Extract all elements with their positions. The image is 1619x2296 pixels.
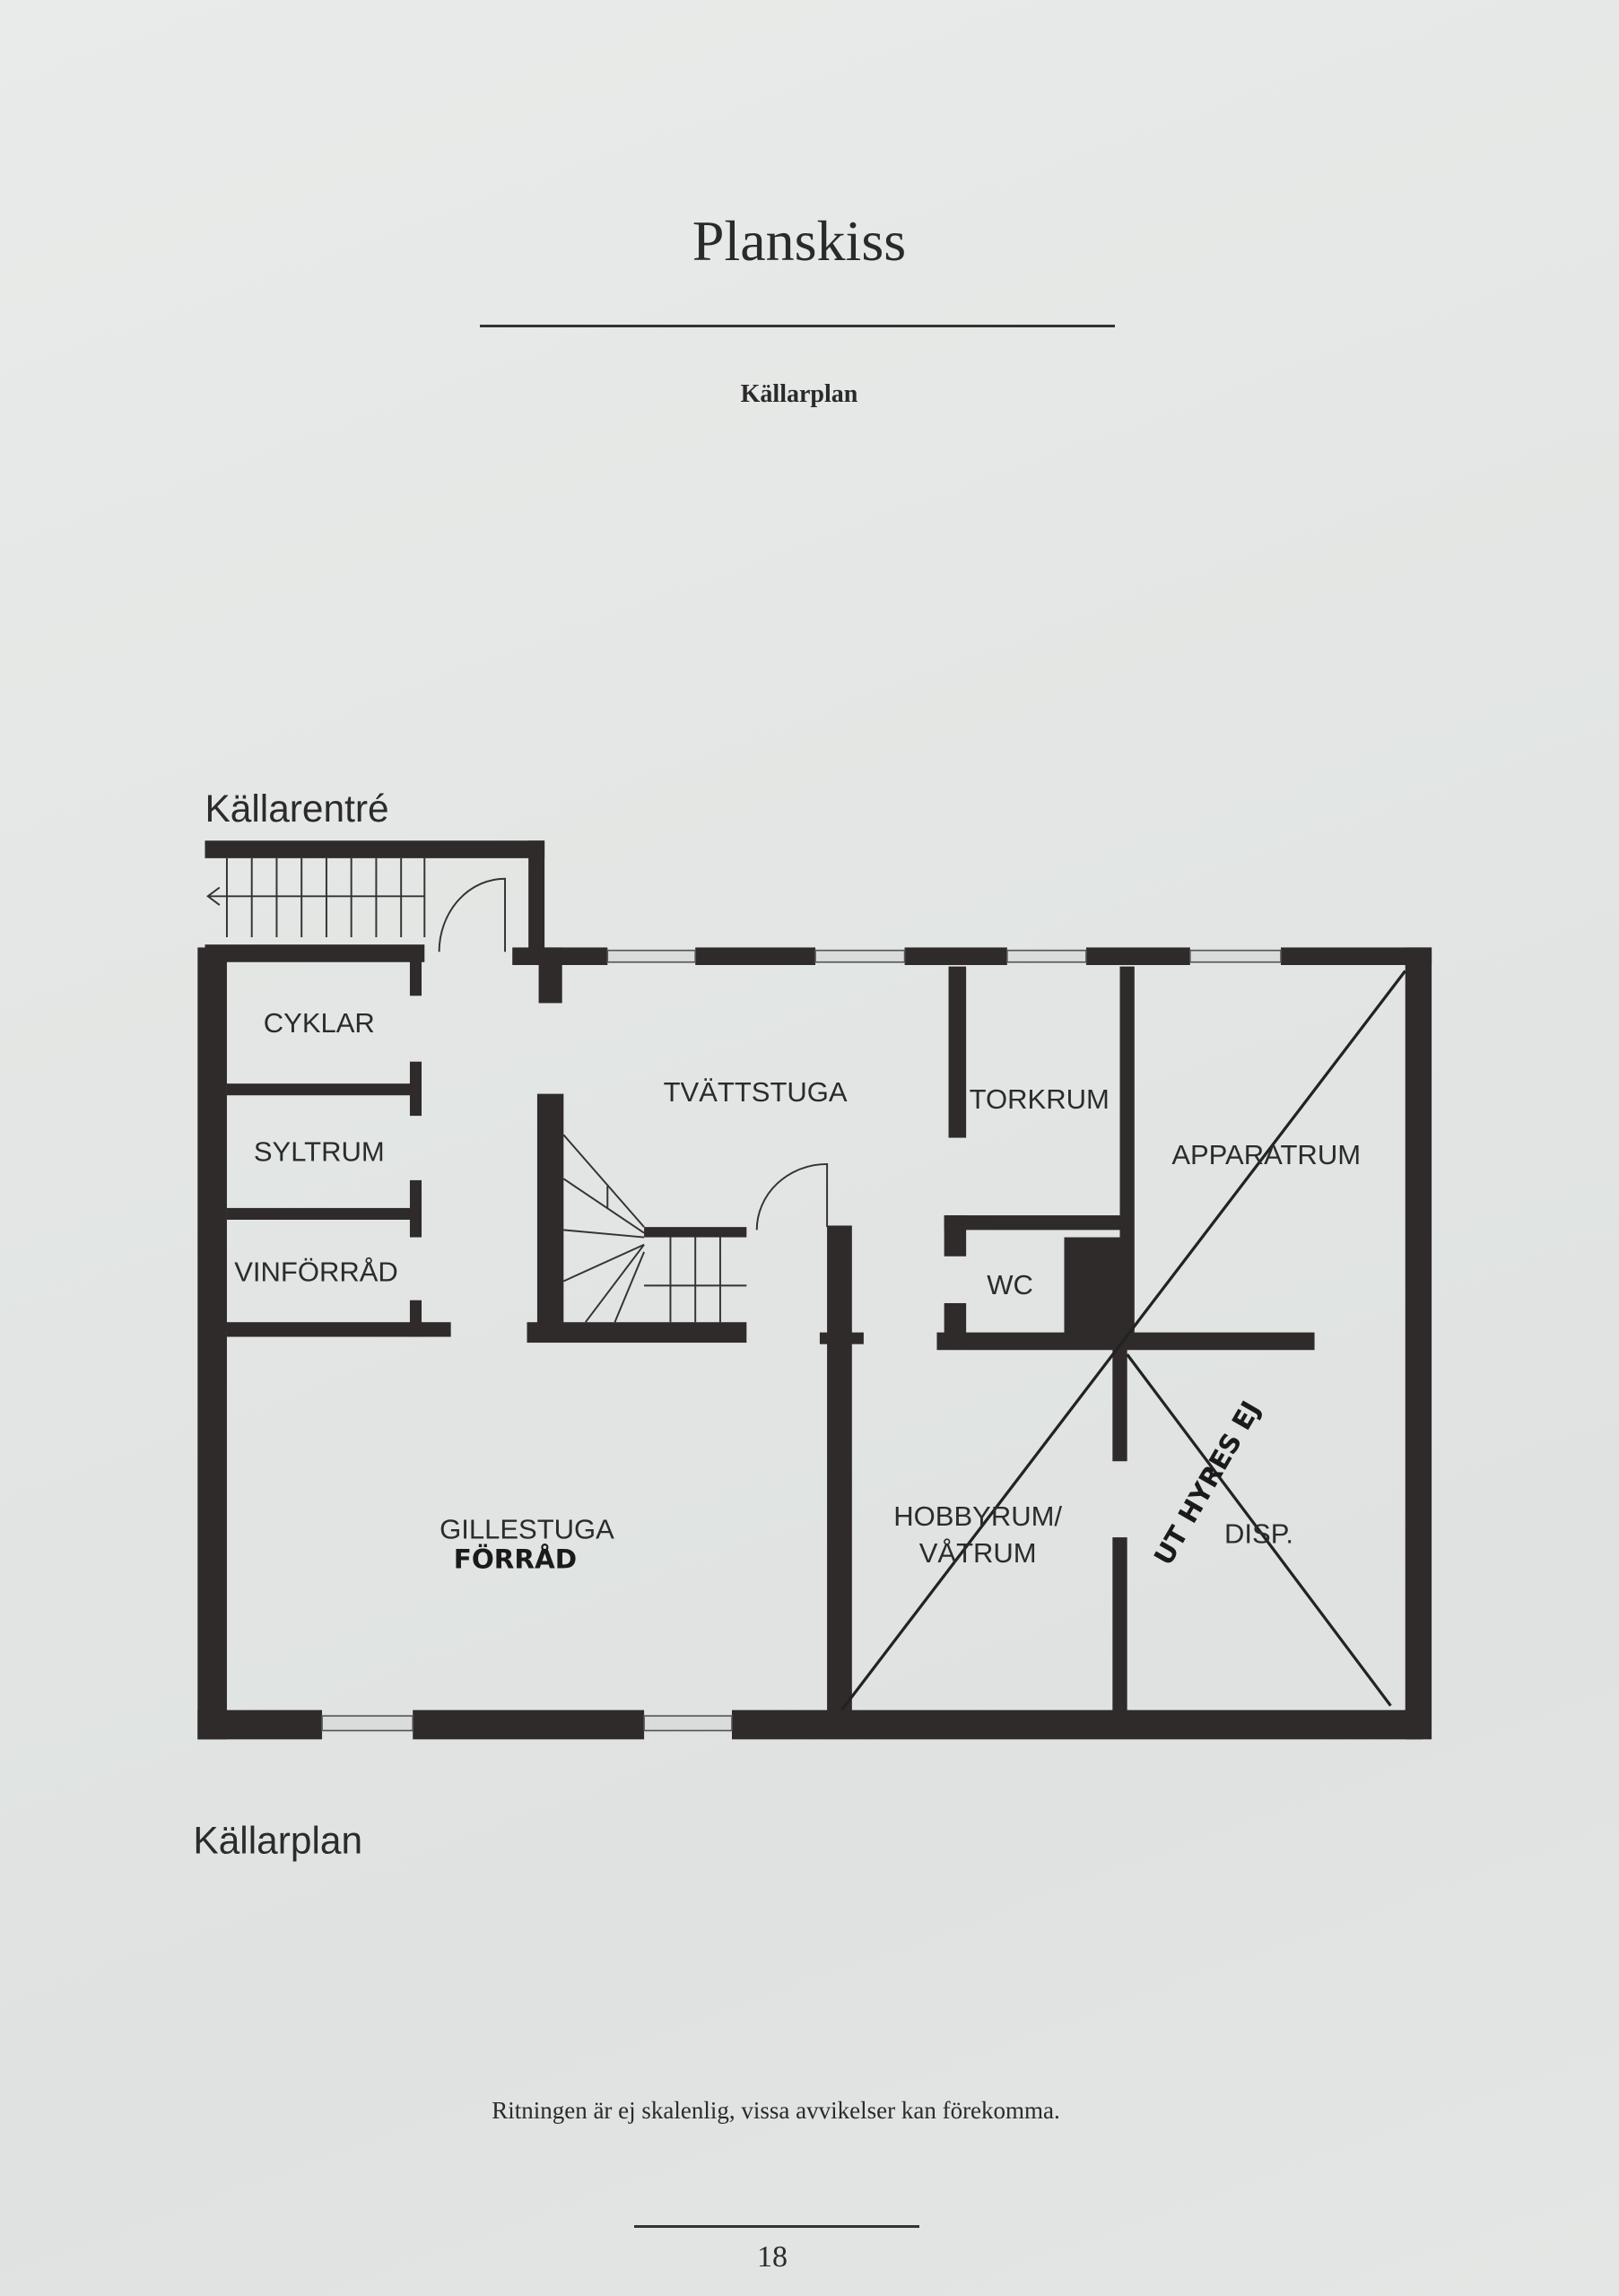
room-hobbyrum: HOBBYRUM/ xyxy=(893,1500,1062,1532)
room-vinforrad: VINFÖRRÅD xyxy=(234,1257,398,1288)
disclaimer-note: Ritningen är ej skalenlig, vissa avvikel… xyxy=(492,2097,1060,2124)
windows xyxy=(321,949,1282,1732)
room-apparatrum: APPARATRUM xyxy=(1171,1139,1361,1170)
room-gillestuga: GILLESTUGA xyxy=(440,1514,614,1545)
page-title: Planskiss xyxy=(692,209,907,273)
room-vatrum: VÅTRUM xyxy=(919,1537,1037,1569)
room-torkrum: TORKRUM xyxy=(970,1083,1110,1115)
stairs xyxy=(206,857,829,1323)
title-divider xyxy=(480,325,1115,327)
footer-divider xyxy=(634,2225,919,2228)
page-subtitle: Källarplan xyxy=(740,380,858,408)
room-wc: WC xyxy=(987,1269,1033,1300)
crossed-out-area xyxy=(840,970,1407,1711)
page-number: 18 xyxy=(757,2240,788,2274)
handwritten-forrad: FÖRRÅD xyxy=(454,1542,577,1574)
entrance-label: Källarentré xyxy=(205,787,388,830)
room-tvattstuga: TVÄTTSTUGA xyxy=(664,1076,848,1108)
room-cyklar: CYKLAR xyxy=(264,1007,375,1039)
room-disp: DISP. xyxy=(1224,1518,1293,1550)
walls xyxy=(197,840,1432,1740)
room-syltrum: SYLTRUM xyxy=(254,1136,385,1168)
plan-caption: Källarplan xyxy=(193,1820,362,1862)
